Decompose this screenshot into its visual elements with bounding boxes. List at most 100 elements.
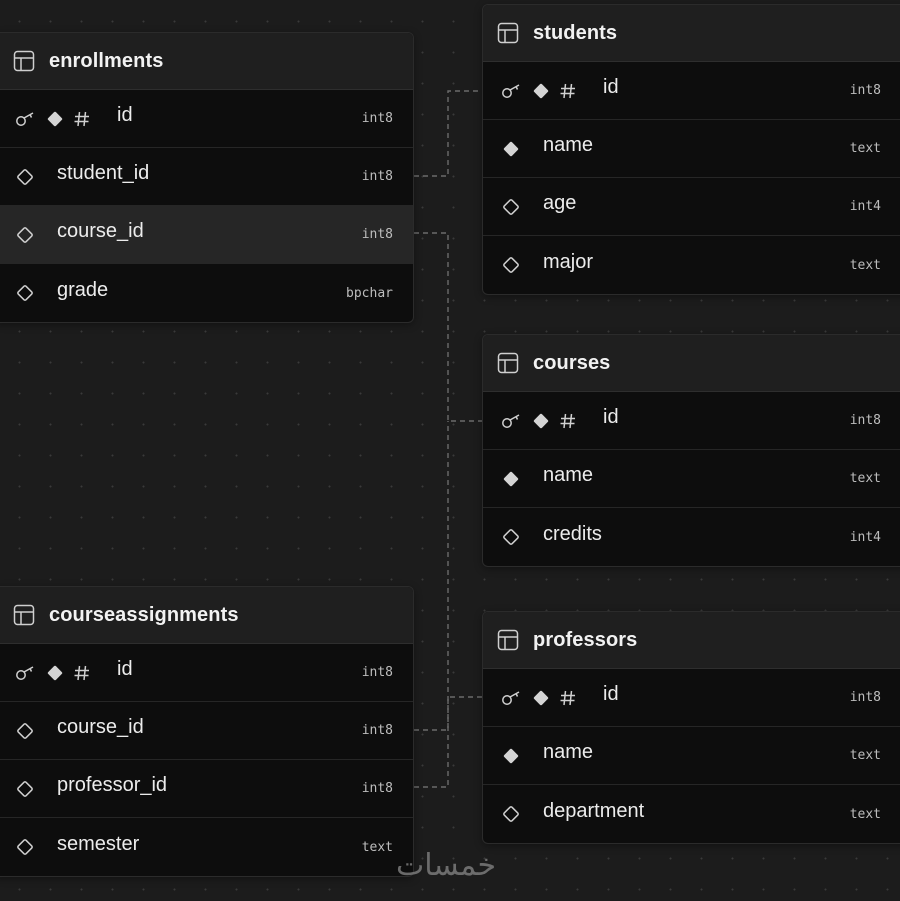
column-name: grade xyxy=(57,278,109,301)
table-professors[interactable]: professors id int8 name text department … xyxy=(482,611,900,844)
column-row-department[interactable]: department text xyxy=(483,785,900,843)
column-icons xyxy=(0,837,57,857)
column-row-student-id[interactable]: student_id int8 xyxy=(0,148,413,206)
column-row-age[interactable]: age int4 xyxy=(483,178,900,236)
hash-icon xyxy=(73,664,91,682)
column-name: id xyxy=(117,104,133,126)
column-type: int8 xyxy=(361,111,393,126)
outline-diamond-icon xyxy=(15,721,35,741)
hash-icon xyxy=(73,110,91,128)
column-name: course_id xyxy=(57,716,144,738)
column-type: int8 xyxy=(361,781,393,796)
key-icon xyxy=(15,665,37,681)
table-icon xyxy=(13,50,35,72)
column-icons xyxy=(483,139,543,159)
column-icons xyxy=(483,197,543,217)
column-icons xyxy=(0,779,57,799)
column-name: major xyxy=(543,250,594,273)
column-row-course-id[interactable]: course_id int8 xyxy=(0,206,413,264)
filled-diamond-icon xyxy=(45,663,65,683)
table-courseassignments[interactable]: courseassignments id int8 course_id int8… xyxy=(0,586,414,877)
column-row-major[interactable]: major text xyxy=(483,236,900,294)
column-icons xyxy=(483,804,543,824)
column-row-course-id[interactable]: course_id int8 xyxy=(0,702,413,760)
key-icon xyxy=(15,111,37,127)
hash-icon xyxy=(559,412,577,430)
outline-diamond-icon xyxy=(15,167,35,187)
column-name: student_id xyxy=(57,162,150,184)
column-row-credits[interactable]: credits int4 xyxy=(483,508,900,566)
outline-diamond-icon xyxy=(15,283,35,303)
column-name: age xyxy=(543,192,577,214)
column-type: bpchar xyxy=(346,285,393,301)
column-row-id[interactable]: id int8 xyxy=(483,669,900,727)
table-students[interactable]: students id int8 name text age int4 xyxy=(482,4,900,295)
table-icon xyxy=(497,629,519,651)
key-icon xyxy=(501,413,523,429)
column-name: id xyxy=(117,658,133,680)
column-name: name xyxy=(543,464,594,486)
column-icons xyxy=(483,688,603,708)
table-title: professors xyxy=(533,628,638,651)
column-icons xyxy=(0,109,117,129)
column-icons xyxy=(0,663,117,683)
column-type: int4 xyxy=(849,529,881,545)
column-type: int8 xyxy=(361,227,393,242)
column-row-id[interactable]: id int8 xyxy=(483,62,900,120)
hash-icon xyxy=(559,689,577,707)
watermark: خمسات xyxy=(396,848,497,883)
table-courses[interactable]: courses id int8 name text credits int4 xyxy=(482,334,900,567)
column-icons xyxy=(0,283,57,303)
table-enrollments[interactable]: enrollments id int8 student_id int8 cour… xyxy=(0,32,414,323)
table-title: courses xyxy=(533,351,611,374)
column-name: credits xyxy=(543,522,602,545)
column-type: int8 xyxy=(849,413,881,428)
column-name: course_id xyxy=(57,220,144,242)
filled-diamond-icon xyxy=(501,469,521,489)
table-title: courseassignments xyxy=(49,603,239,626)
column-type: text xyxy=(361,839,393,855)
column-icons xyxy=(483,746,543,766)
column-icons xyxy=(483,255,543,275)
outline-diamond-icon xyxy=(501,197,521,217)
column-type: text xyxy=(849,257,881,273)
column-row-id[interactable]: id int8 xyxy=(0,90,413,148)
column-row-semester[interactable]: semester text xyxy=(0,818,413,876)
filled-diamond-icon xyxy=(531,688,551,708)
column-type: int8 xyxy=(361,723,393,738)
table-header[interactable]: enrollments xyxy=(0,33,413,90)
table-header[interactable]: students xyxy=(483,5,900,62)
column-row-name[interactable]: name text xyxy=(483,450,900,508)
key-icon xyxy=(501,83,523,99)
column-name: department xyxy=(543,799,645,822)
column-type: text xyxy=(849,806,881,822)
table-icon xyxy=(13,604,35,626)
table-header[interactable]: professors xyxy=(483,612,900,669)
column-row-name[interactable]: name text xyxy=(483,727,900,785)
column-name: id xyxy=(603,683,619,705)
table-icon xyxy=(497,22,519,44)
column-icons xyxy=(0,167,57,187)
filled-diamond-icon xyxy=(531,411,551,431)
column-icons xyxy=(483,81,603,101)
outline-diamond-icon xyxy=(501,804,521,824)
table-header[interactable]: courseassignments xyxy=(0,587,413,644)
column-row-name[interactable]: name text xyxy=(483,120,900,178)
table-title: enrollments xyxy=(49,49,164,72)
column-row-grade[interactable]: grade bpchar xyxy=(0,264,413,322)
table-icon xyxy=(497,352,519,374)
column-row-id[interactable]: id int8 xyxy=(483,392,900,450)
column-type: int8 xyxy=(361,665,393,680)
column-name: semester xyxy=(57,832,140,855)
hash-icon xyxy=(559,82,577,100)
table-header[interactable]: courses xyxy=(483,335,900,392)
column-row-professor-id[interactable]: professor_id int8 xyxy=(0,760,413,818)
column-type: text xyxy=(849,471,881,486)
filled-diamond-icon xyxy=(501,746,521,766)
column-icons xyxy=(483,527,543,547)
outline-diamond-icon xyxy=(15,837,35,857)
column-row-id[interactable]: id int8 xyxy=(0,644,413,702)
key-icon xyxy=(501,690,523,706)
filled-diamond-icon xyxy=(45,109,65,129)
